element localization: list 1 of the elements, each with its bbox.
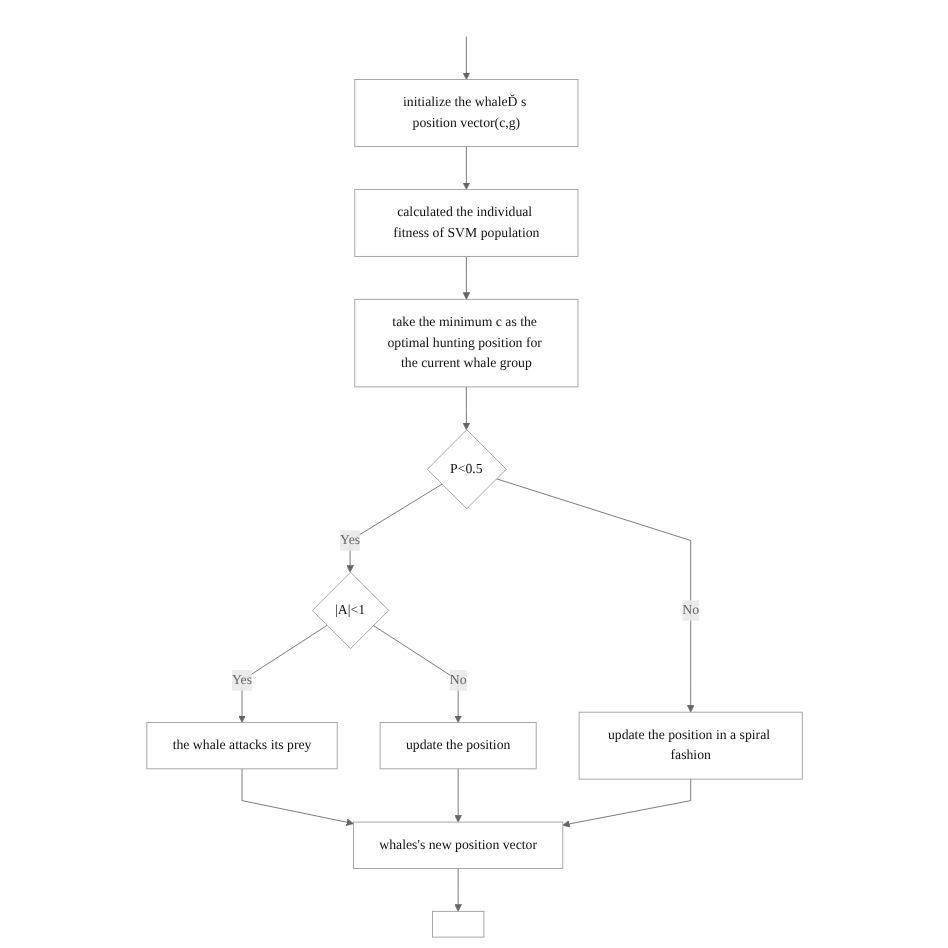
node-box (431, 910, 484, 938)
